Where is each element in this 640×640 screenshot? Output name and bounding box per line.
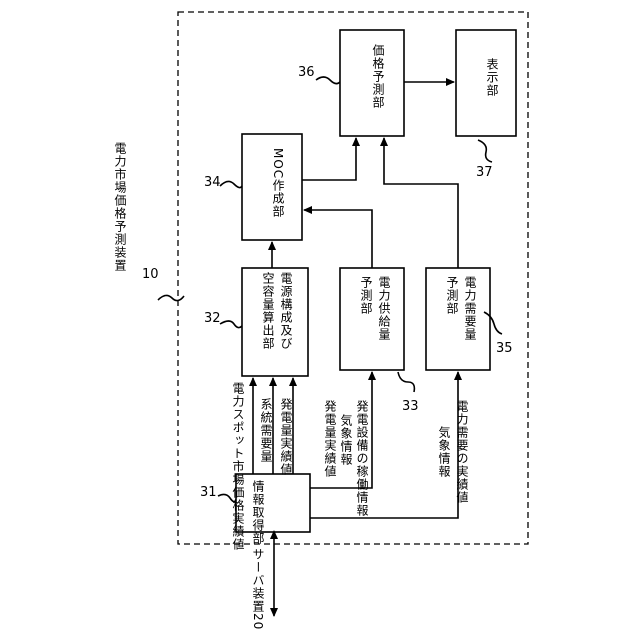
gen-actual-label: 発電量実績値 — [323, 400, 337, 478]
leader-34 — [220, 181, 242, 187]
ref-37: 37 — [476, 165, 493, 180]
moc-block-label: MOC作成部 — [271, 148, 285, 218]
ref-35: 35 — [496, 341, 513, 356]
display-block-label: 表示部 — [485, 58, 499, 97]
system-demand-label: 系統需要量 — [259, 398, 273, 463]
calc-block-label-2: 空容量算出部 — [261, 272, 275, 350]
demand-actual-label: 電力需要の実績値 — [455, 400, 469, 504]
spot-price-label: 電力スポット市場価格実績値 — [231, 382, 245, 551]
leader-37 — [478, 140, 492, 162]
ref-31: 31 — [200, 485, 217, 500]
supply-block-label-2: 予測部 — [359, 276, 373, 315]
ref-33: 33 — [402, 399, 419, 414]
generation-label: 発電量実績値 — [279, 398, 293, 476]
demand-block-label-2: 予測部 — [445, 276, 459, 315]
ref-32: 32 — [204, 311, 221, 326]
device-title: 電力市場価格予測装置 — [113, 142, 127, 272]
demand-block-label-1: 電力需要量 — [463, 276, 477, 341]
ref-34: 34 — [204, 175, 221, 190]
ref-10: 10 — [142, 267, 159, 282]
operation-label: 発電設備の稼働情報 — [355, 400, 369, 517]
weather-label-1: 気象情報 — [339, 413, 353, 466]
price-block-label: 価格予測部 — [371, 44, 385, 109]
leader-36 — [316, 77, 340, 84]
calc-block-label-1: 電源構成及び — [279, 272, 293, 350]
demand-to-price-arrow — [384, 138, 458, 268]
leader-10 — [158, 295, 184, 300]
capacity-calc-block — [242, 268, 308, 376]
leader-32 — [220, 321, 242, 328]
info-block-label: 情報取得部 — [251, 480, 265, 545]
weather-label-2: 気象情報 — [437, 425, 451, 478]
info-acquisition-block — [236, 474, 310, 532]
moc-to-price-arrow — [302, 138, 356, 180]
supply-block-label-1: 電力供給量 — [377, 276, 391, 341]
leader-33 — [398, 372, 414, 392]
server-label: サーバ装置20 — [251, 548, 265, 630]
supply-to-moc-arrow — [304, 210, 372, 268]
ref-36: 36 — [298, 65, 315, 80]
